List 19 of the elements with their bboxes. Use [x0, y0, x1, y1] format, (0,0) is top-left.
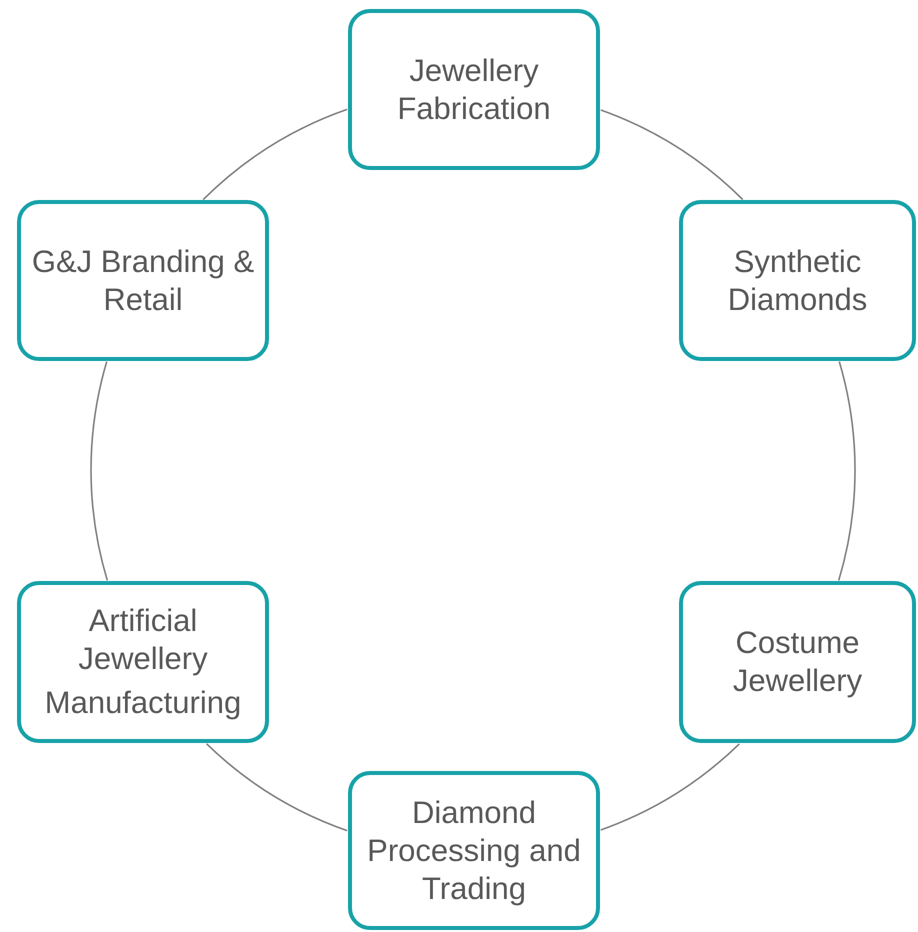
sector-box — [679, 200, 916, 361]
sector-label: Diamond Processing and Trading — [366, 794, 582, 908]
sector-box — [348, 771, 600, 930]
sector-box — [17, 581, 269, 743]
connector-arc — [206, 743, 348, 832]
sector-box — [679, 581, 916, 743]
sector-label: Costume Jewellery — [732, 624, 864, 700]
connector-arc — [600, 743, 740, 831]
sector-label: Jewellery Fabrication — [396, 52, 552, 128]
sector-box — [348, 9, 600, 170]
connector-arc — [202, 108, 348, 200]
sector-box — [17, 200, 269, 361]
connector-arc — [838, 361, 856, 581]
sector-label: Manufacturing — [44, 684, 242, 722]
sector-label: Synthetic Diamonds — [726, 242, 868, 318]
connector-arc — [90, 362, 108, 581]
sector-label: G&J Branding & Retail — [31, 242, 255, 318]
sector-label: Artificial Jewellery — [77, 602, 209, 678]
connector-arc — [600, 109, 744, 200]
